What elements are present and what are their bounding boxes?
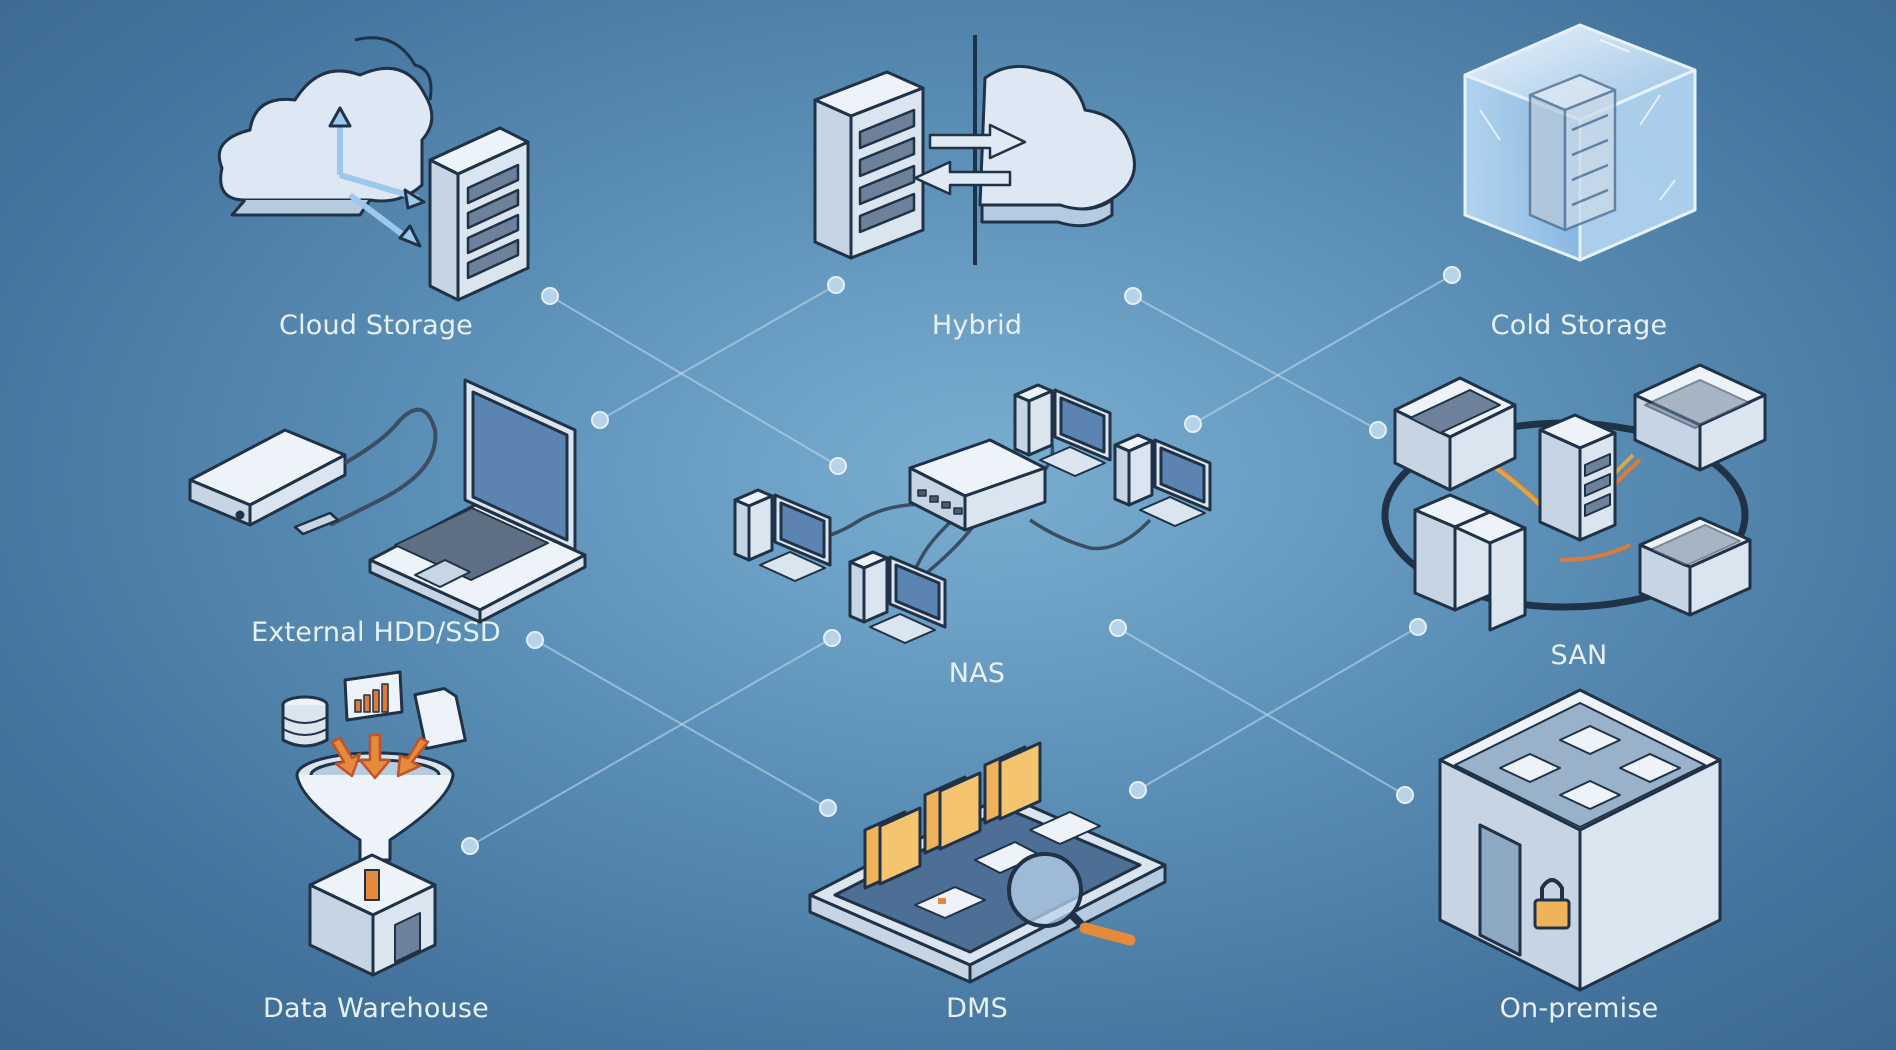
hdd-laptop-icon [188,378,587,624]
nas-client-pc [1113,433,1212,527]
node-label-external: External HDD/SSD [251,617,501,648]
nas-client-pc [733,488,832,582]
node-label-nas: NAS [948,658,1006,689]
cloud-server-sync-icon [217,36,530,302]
node-label-hybrid: Hybrid [931,310,1023,341]
nas-client-pc [1013,383,1112,477]
node-label-data-warehouse: Data Warehouse [263,993,489,1024]
node-label-cold-storage: Cold Storage [1490,310,1668,341]
nas-network-icon [733,383,1212,644]
nas-client-pc [848,550,947,644]
server-in-ice-cube-icon [1463,23,1697,262]
server-cloud-split-icon [813,35,1136,265]
node-label-on-premise: On-premise [1499,993,1659,1024]
node-label-san: SAN [1550,640,1608,671]
node-label-dms: DMS [946,993,1008,1024]
connector-lines [469,274,1453,847]
connector-dots [461,266,1461,855]
data-funnel-warehouse-icon [281,670,467,977]
locked-server-room-icon [1438,688,1722,992]
node-label-cloud-storage: Cloud Storage [279,310,473,341]
folders-tablet-magnifier-icon [808,741,1167,984]
san-ring-icon [1381,363,1767,632]
